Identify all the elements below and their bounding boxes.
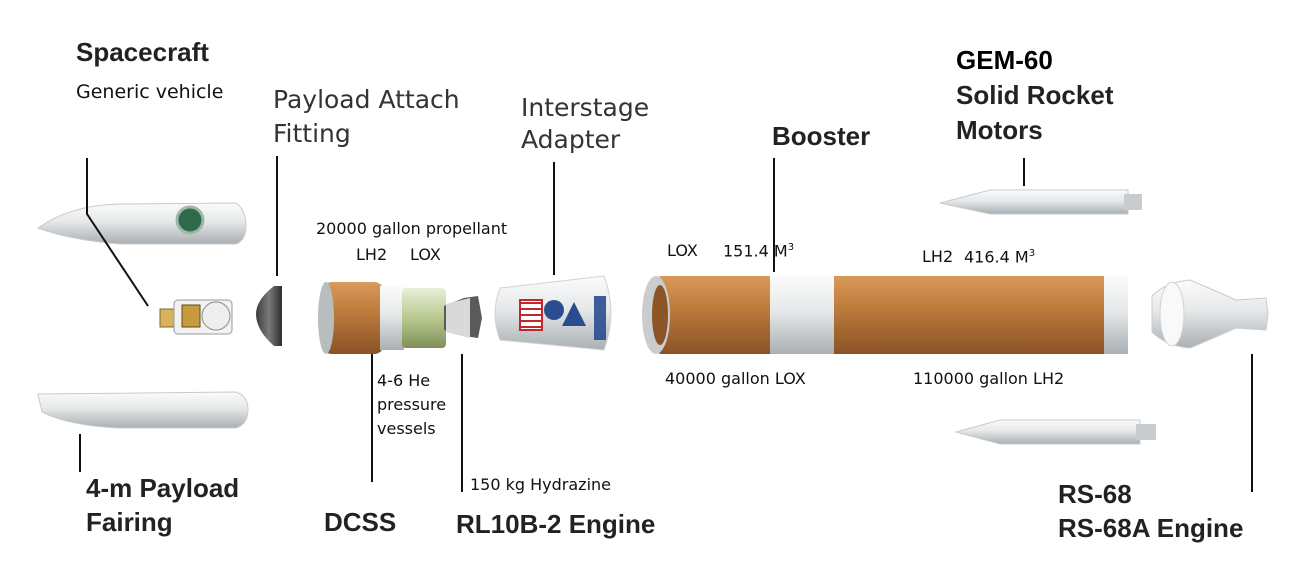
payload-attach-fitting — [256, 286, 282, 346]
booster-lox-volume-note: 151.4 M3 — [723, 242, 794, 261]
booster-lh2-volume-value: 416.4 M — [964, 247, 1029, 267]
gem60-motor-top — [939, 189, 1142, 215]
rl10-engine — [444, 296, 482, 338]
gem60-label-3: Motors — [956, 115, 1043, 145]
fairing-label-2: Fairing — [86, 507, 173, 537]
he-vessels-note-3: vessels — [377, 419, 436, 438]
booster-lox-volume-value: 151.4 M — [723, 241, 788, 261]
interstage-adapter — [494, 275, 612, 351]
he-vessels-note-1: 4-6 He — [377, 371, 431, 390]
leader-spacecraft — [86, 158, 149, 307]
payload-attach-label-1: Payload Attach — [273, 85, 460, 114]
booster-label: Booster — [772, 121, 871, 151]
rs68-label-2: RS-68A Engine — [1058, 513, 1244, 543]
interstage-label-1: Interstage — [521, 93, 650, 122]
fairing-label-1: 4-m Payload — [86, 473, 240, 503]
booster-lh2-volume-note: 416.4 M3 — [964, 248, 1035, 267]
booster-lh2-volume-exponent: 3 — [1028, 248, 1036, 259]
payload-fairing-bottom — [37, 391, 249, 429]
payload-attach-label-2: Fitting — [273, 119, 351, 148]
spacecraft-subtitle: Generic vehicle — [76, 81, 224, 103]
booster-lox-volume-exponent: 3 — [787, 242, 795, 253]
booster-lox-note: LOX — [667, 241, 698, 260]
dcss-stage — [318, 282, 446, 354]
rs68-engine — [1151, 279, 1269, 349]
rl10-label: RL10B-2 Engine — [456, 509, 656, 539]
payload-fairing-top — [36, 202, 247, 245]
booster-lox-gallons-note: 40000 gallon LOX — [665, 369, 806, 388]
he-vessels-note-2: pressure — [377, 395, 447, 414]
leader-lines — [79, 156, 1253, 492]
gem60-label-1: GEM-60 — [956, 45, 1053, 75]
rs68-label-1: RS-68 — [1058, 479, 1132, 509]
spacecraft-model — [159, 299, 233, 335]
common-booster-core — [642, 276, 1128, 354]
dcss-propellant-note: 20000 gallon propellant — [316, 219, 508, 238]
gem60-label-2: Solid Rocket — [956, 80, 1114, 110]
mission-emblem-icon — [175, 205, 205, 235]
dcss-lh2-note: LH2 — [356, 245, 388, 264]
gem60-motor-bottom — [954, 419, 1156, 445]
dcss-label: DCSS — [324, 507, 397, 537]
booster-lh2-gallons-note: 110000 gallon LH2 — [913, 369, 1065, 388]
spacecraft-title: Spacecraft — [76, 37, 209, 67]
booster-lh2-note: LH2 — [922, 247, 954, 266]
hydrazine-note: 150 kg Hydrazine — [470, 475, 611, 494]
dcss-lox-note: LOX — [410, 245, 441, 264]
interstage-label-2: Adapter — [521, 125, 621, 154]
